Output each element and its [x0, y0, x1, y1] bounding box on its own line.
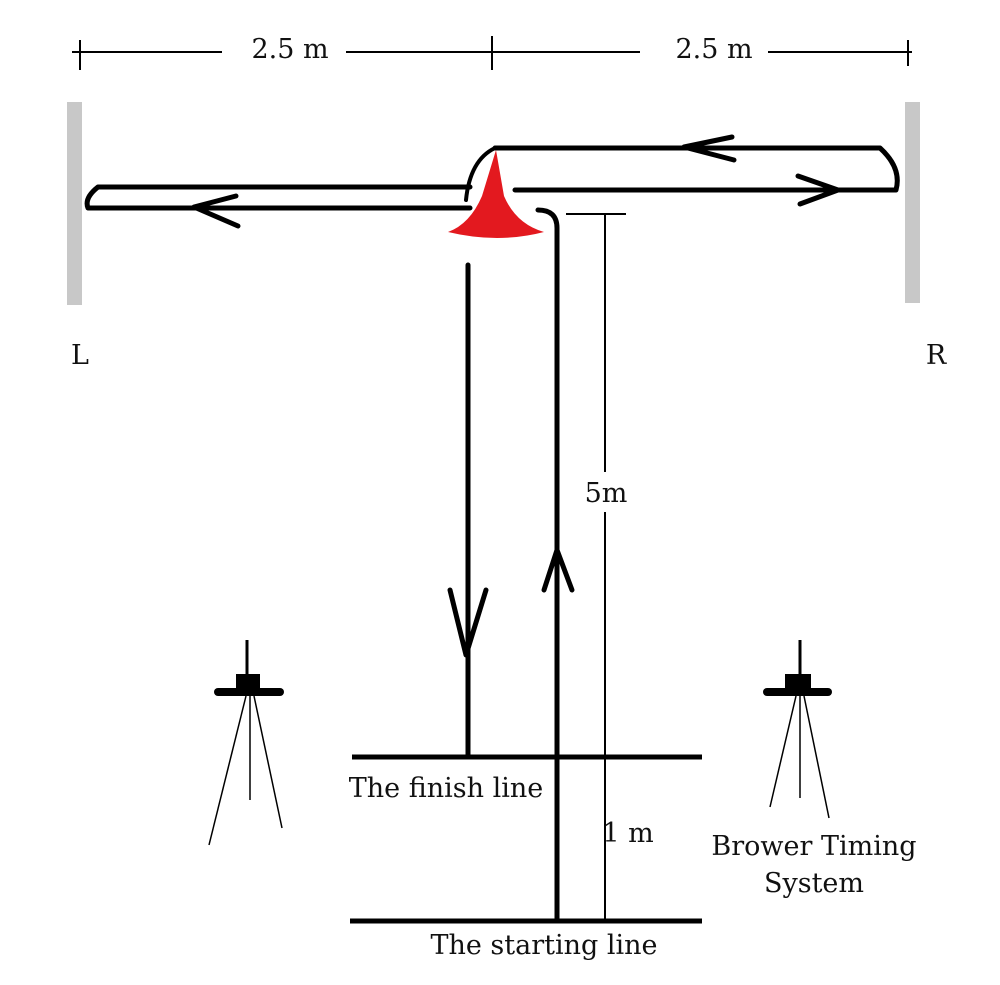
arrowhead-down-icon	[447, 587, 489, 658]
start-gap-label: 1 m	[602, 818, 653, 849]
right-side-marker	[905, 102, 920, 303]
forward-run-path	[535, 207, 560, 923]
timing-gate-right-leg-c	[803, 695, 830, 819]
arrowhead-right-icon	[795, 173, 841, 207]
cone-wrap-path	[464, 146, 497, 202]
center-dimension: 5m	[566, 213, 628, 920]
movement-paths	[84, 134, 900, 923]
right-span-label: 2.5 m	[675, 34, 752, 65]
left-span-label: 2.5 m	[251, 34, 328, 65]
starting-line-label: The starting line	[430, 930, 657, 961]
right-side-label: R	[926, 340, 947, 371]
timing-gate-left-leg-c	[253, 695, 283, 829]
arrowhead-up-icon	[541, 547, 575, 593]
arrowhead-left-icon	[191, 193, 241, 229]
left-side-label: L	[71, 340, 89, 371]
cone-icon	[448, 150, 544, 238]
left-shuttle-path	[84, 184, 473, 211]
arrowhead-top-right-icon	[681, 134, 737, 163]
finish-line-label: The finish line	[349, 773, 543, 804]
cone-shape	[448, 150, 544, 238]
right-shuttle-path	[492, 145, 900, 193]
center-run-label: 5m	[585, 478, 628, 509]
timing-gate-icon	[763, 640, 832, 819]
left-side-marker	[67, 102, 82, 305]
timing-gate-left-head	[236, 674, 260, 690]
timing-gate-icon	[208, 640, 284, 846]
timing-system-label-line1: Brower Timing	[711, 831, 916, 862]
timing-gate-right-head	[785, 674, 811, 690]
timing-gate-left-leg-a	[208, 695, 247, 846]
top-dimension: 2.5 m 2.5 m	[72, 34, 912, 70]
timing-gate-right-leg-a	[769, 695, 797, 808]
timing-system-label-line2: System	[764, 868, 864, 899]
